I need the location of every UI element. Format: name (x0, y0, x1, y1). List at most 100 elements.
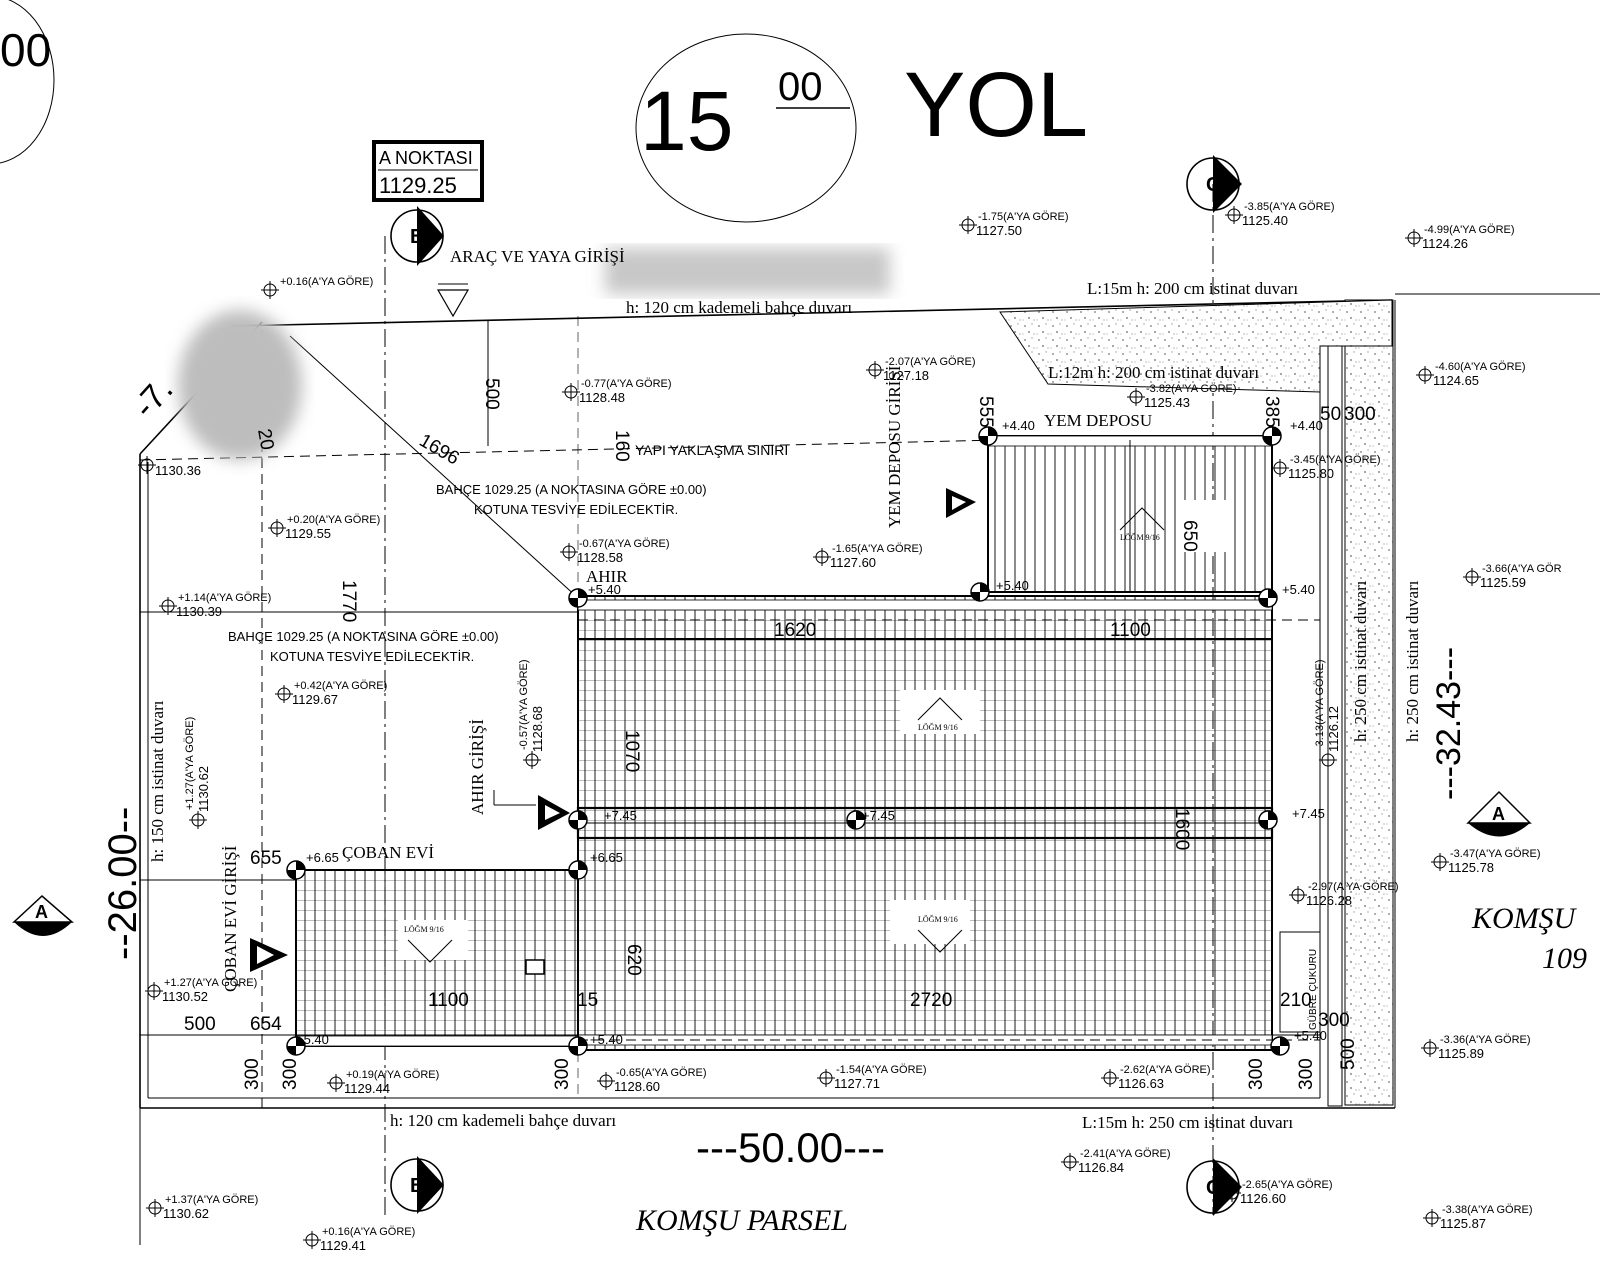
svg-text:650: 650 (1179, 520, 1200, 552)
spot-level-absolute: 1130.62 (196, 766, 211, 812)
svg-text:300: 300 (280, 1058, 301, 1090)
spot-level-absolute: 1129.44 (344, 1081, 390, 1096)
spot-level-relative: -2.65(A'YA GÖRE) (1242, 1179, 1333, 1191)
manure-pit (1279, 931, 1321, 1033)
svg-text:L:12m h: 200 cm istinat duva: L:12m h: 200 cm istinat duvarı (1048, 363, 1259, 382)
neighbor-labels: KOMŞU PARSEL KOMŞU 109 (635, 902, 1587, 1237)
spot-level-absolute: 1130.52 (162, 989, 208, 1004)
spot-level-relative: +0.16(A'YA GÖRE) (280, 276, 373, 288)
top-left-fragment: 00 (0, 0, 55, 164)
spot-level-relative: -3.85(A'YA GÖRE) (1244, 201, 1335, 213)
spot-level-absolute: 1129.67 (292, 692, 338, 707)
svg-text:KOTUNA TESVİYE EDİLECEKTİR.: KOTUNA TESVİYE EDİLECEKTİR. (270, 649, 474, 664)
spot-level-relative: -1.65(A'YA GÖRE) (832, 543, 923, 555)
svg-text:500: 500 (184, 1014, 216, 1035)
spot-level-relative: -3.38(A'YA GÖRE) (1442, 1204, 1533, 1216)
point-a-box: A NOKTASI 1129.25 (372, 140, 484, 202)
spot-level-relative: -2.41(A'YA GÖRE) (1080, 1148, 1171, 1160)
svg-text:LÖĞM 9/16: LÖĞM 9/16 (918, 914, 958, 924)
spot-level-relative: +0.16(A'YA GÖRE) (322, 1226, 415, 1238)
svg-text:300: 300 (242, 1058, 263, 1090)
spot-level: +0.20(A'YA GÖRE)1129.55 (268, 514, 380, 541)
spot-level-relative: +1.14(A'YA GÖRE) (178, 592, 271, 604)
svg-text:+4.40: +4.40 (1002, 418, 1035, 433)
dimensions: ---50.00--- --26.00-- ---32.43--- -7. 50… (101, 370, 1468, 1171)
spot-level: -1.54(A'YA GÖRE)1127.71 (817, 1064, 927, 1091)
svg-text:L:15m h: 250 cm istinat duva: L:15m h: 250 cm istinat duvarı (1082, 1113, 1293, 1132)
svg-text:655: 655 (250, 848, 282, 869)
spot-level: -0.65(A'YA GÖRE)1128.60 (597, 1067, 707, 1094)
barn-name: AHIR (586, 567, 628, 586)
spot-level: -2.65(A'YA GÖRE)1126.60 (1223, 1179, 1333, 1206)
spot-level: -3.13(A'YA GÖRE)1126.12 (1314, 659, 1341, 769)
spot-level: -3.38(A'YA GÖRE)1125.87 (1423, 1204, 1533, 1231)
corner-level-marker (568, 588, 588, 608)
svg-text:h: 120 cm kademeli bahçe duvar: h: 120 cm kademeli bahçe duvarı (390, 1111, 616, 1130)
svg-text:LÖĞM 9/16: LÖĞM 9/16 (918, 722, 958, 732)
spot-level-absolute: 1125.78 (1448, 860, 1494, 875)
svg-text:+5.40: +5.40 (590, 1032, 623, 1047)
svg-text:300: 300 (1318, 1010, 1350, 1031)
svg-text:-7.: -7. (126, 370, 181, 425)
section-marker-a-right: A (1466, 790, 1532, 837)
svg-text:1696: 1696 (416, 430, 463, 469)
feed-store-building (987, 435, 1273, 593)
spot-level: -2.41(A'YA GÖRE)1126.84 (1061, 1148, 1171, 1175)
ridge-labels: LÖĞM 9/16 LÖĞM 9/16 LÖĞM 9/16 LÖĞM 9/16 (404, 507, 1165, 963)
spot-level-relative: +0.42(A'YA GÖRE) (294, 680, 387, 692)
spot-level-absolute: 1125.87 (1440, 1216, 1486, 1231)
corner-level-marker (1270, 1036, 1290, 1056)
point-a-label: A NOKTASI (379, 148, 473, 168)
spot-level-relative: -1.75(A'YA GÖRE) (978, 211, 1069, 223)
spot-level-absolute: 1125.40 (1242, 213, 1288, 228)
spot-level-absolute: 1127.50 (976, 223, 1022, 238)
spot-level-relative: -2.97(A'YA GÖRE) (1308, 881, 1399, 893)
spot-level: -4.60(A'YA GÖRE)1124.65 (1416, 361, 1526, 388)
barn-building (576, 595, 1320, 1051)
spot-level-absolute: 1127.71 (834, 1076, 880, 1091)
spot-level-relative: -4.99(A'YA GÖRE) (1424, 224, 1515, 236)
svg-text:15: 15 (577, 990, 598, 1011)
point-a-value: 1129.25 (379, 173, 457, 198)
svg-text:YAPI YAKLAŞMA SINIRI: YAPI YAKLAŞMA SINIRI (635, 442, 788, 458)
svg-text:+6.65: +6.65 (306, 850, 339, 865)
section-marker-a-left: A (12, 894, 75, 936)
spot-level-relative: -3.66(A'YA GÖR (1482, 563, 1562, 575)
spot-level: +1.14(A'YA GÖRE)1130.39 (159, 592, 271, 619)
spot-level-relative: -0.67(A'YA GÖRE) (579, 538, 670, 550)
svg-text:300: 300 (1344, 404, 1376, 425)
svg-text:50: 50 (1320, 404, 1341, 425)
spot-level: -3.82(A'YA GÖRE)1125.43 (1127, 383, 1237, 410)
svg-text:1770: 1770 (338, 580, 359, 622)
spot-level-relative: -3.36(A'YA GÖRE) (1440, 1034, 1531, 1046)
wall-labels: h: 120 cm kademeli bahçe duvarı L:15m h:… (148, 279, 1422, 1132)
svg-text:300: 300 (552, 1058, 573, 1090)
spot-level: +1.37(A'YA GÖRE)1130.62 (146, 1194, 258, 1221)
spot-level: +1.27(A'YA GÖRE)1130.52 (145, 977, 257, 1004)
svg-text:h: 250 cm istinat duvarı: h: 250 cm istinat duvarı (1403, 580, 1422, 742)
garden-notes: BAHÇE 1029.25 (A NOKTASINA GÖRE ±0.00) K… (228, 482, 707, 664)
feed-store-name: YEM DEPOSU (1044, 411, 1152, 430)
spot-level-absolute: 1124.65 (1433, 373, 1479, 388)
spot-level-relative: -1.54(A'YA GÖRE) (836, 1064, 927, 1076)
svg-text:1100: 1100 (428, 990, 469, 1011)
spot-level-relative: -3.13(A'YA GÖRE) (1314, 659, 1326, 750)
neighbor-right: KOMŞU (1471, 902, 1578, 935)
corner-level-marker (286, 860, 306, 880)
svg-text:C: C (1206, 1177, 1220, 1199)
svg-text:+4.40: +4.40 (1290, 418, 1323, 433)
shepherd-house-building (140, 869, 579, 1047)
spot-level-absolute: 1125.59 (1480, 575, 1526, 590)
spot-level: +0.16(A'YA GÖRE)1129.41 (303, 1226, 415, 1253)
vehicle-entrance-label: ARAÇ VE YAYA GİRİŞİ (450, 247, 625, 266)
svg-text:385: 385 (1261, 396, 1282, 428)
spot-level-relative: -0.57(A'YA GÖRE) (518, 659, 530, 750)
svg-text:BAHÇE 1029.25 (A NOKTASINA GÖR: BAHÇE 1029.25 (A NOKTASINA GÖRE ±0.00) (436, 482, 707, 497)
redaction (178, 248, 890, 460)
svg-text:A: A (1492, 804, 1505, 824)
svg-text:620: 620 (623, 944, 644, 976)
svg-text:20: 20 (253, 427, 277, 451)
svg-text:+7.45: +7.45 (604, 808, 637, 823)
section-marker-c-bottom: C (1186, 1158, 1242, 1216)
